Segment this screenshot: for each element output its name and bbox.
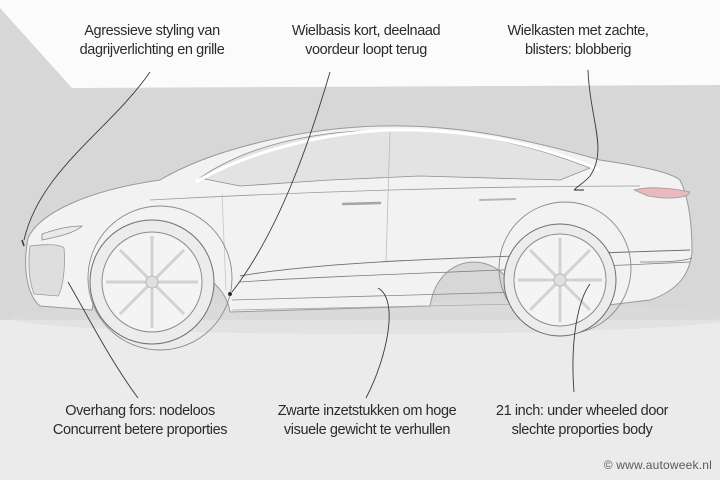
annotation-text: 21 inch: under wheeled door — [495, 403, 669, 419]
rear-wheel — [498, 201, 632, 337]
annotation-line-top-right — [573, 69, 599, 191]
front-wheel — [87, 205, 233, 351]
annotation-text: Wielbasis kort, deelnaad — [291, 23, 441, 39]
annotation-top-center: Wielbasis kort, deelnaad voordeur loopt … — [291, 22, 441, 60]
annotation-text: Overhang fors: nodeloos — [65, 403, 215, 419]
annotation-line-top-center — [231, 71, 331, 293]
annotation-text: voordeur loopt terug — [305, 42, 427, 58]
annotation-text: visuele gewicht te verhullen — [283, 422, 451, 438]
annotation-line-top-left — [23, 71, 151, 241]
annotation-text: slechte proporties body — [511, 422, 653, 438]
annotation-top-right: Wielkasten met zachte, blisters: blobber… — [507, 22, 648, 60]
annotation-bottom-left: Overhang fors: nodeloos Concurrent beter… — [52, 402, 228, 440]
annotation-text: Concurrent betere proporties — [52, 422, 228, 438]
annotation-top-left: Agressieve styling van dagrijverlichting… — [80, 22, 225, 60]
annotation-lines — [21, 69, 599, 399]
annotation-text: Zwarte inzetstukken om hoge — [277, 403, 457, 419]
annotation-text: Agressieve styling van — [84, 23, 220, 39]
annotation-line-bottom-left — [67, 281, 139, 399]
annotation-line-bottom-center — [365, 287, 390, 399]
annotation-text: dagrijverlichting en grille — [79, 42, 225, 58]
annotation-text: Wielkasten met zachte, — [507, 23, 649, 39]
annotation-line-bottom-right — [572, 283, 591, 393]
annotation-bottom-right: 21 inch: under wheeled door slechte prop… — [495, 402, 669, 440]
watermark: © www.autoweek.nl — [603, 458, 712, 472]
annotation-bottom-center: Zwarte inzetstukken om hoge visuele gewi… — [278, 402, 457, 440]
annotation-text: blisters: blobberig — [524, 42, 632, 58]
